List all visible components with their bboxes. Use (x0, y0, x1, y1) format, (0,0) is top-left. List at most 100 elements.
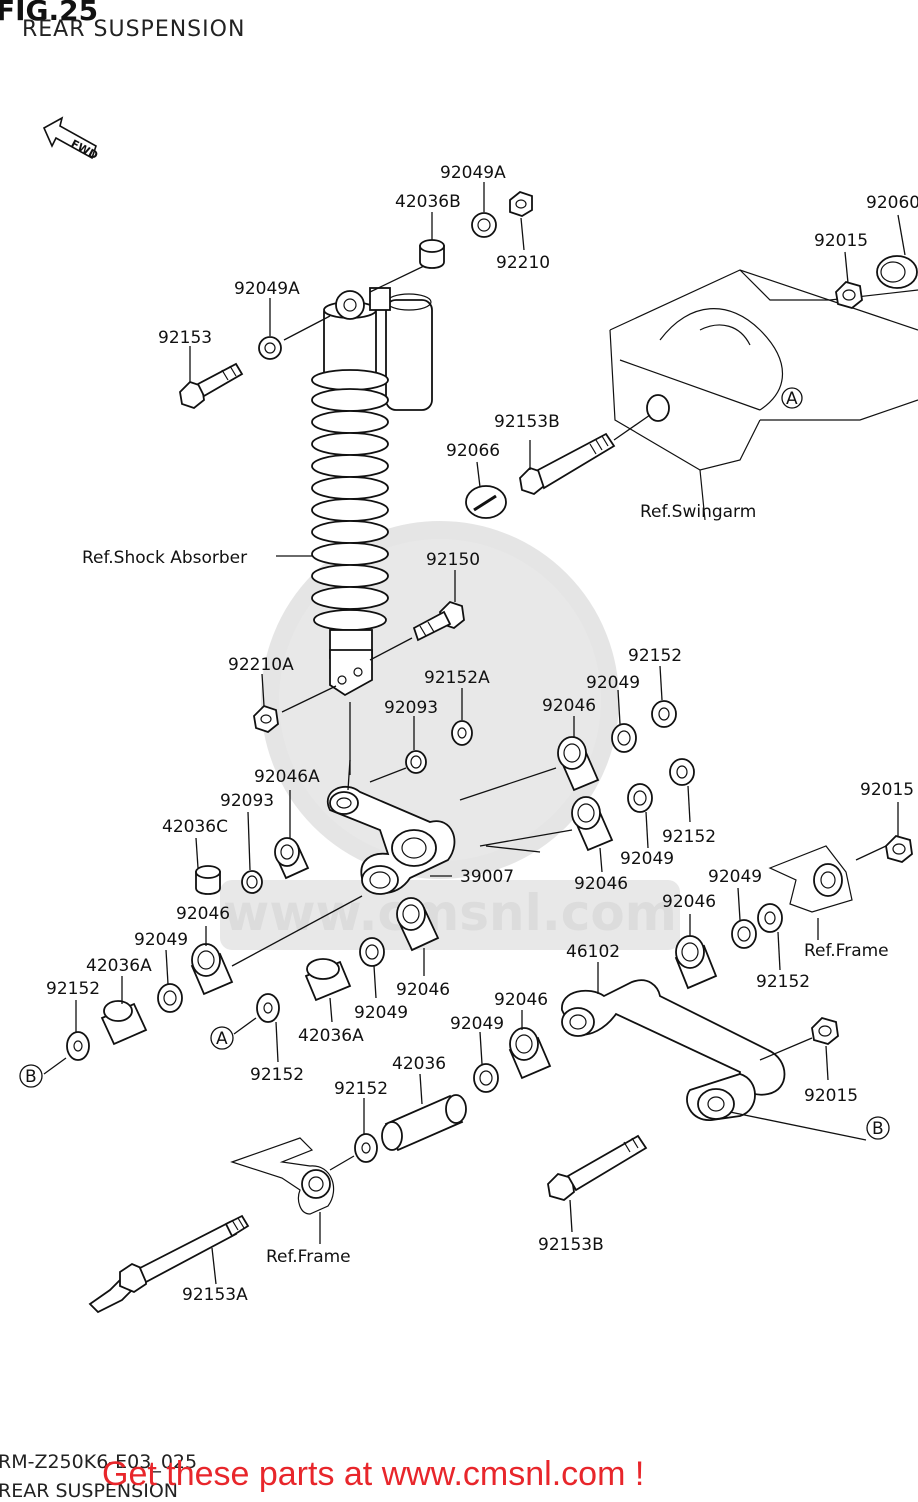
marker-a-swingarm (781, 387, 803, 409)
bearing-92046-upper (459, 716, 600, 801)
washer-92152-left (43, 1000, 90, 1075)
ref-swingarm: Ref.Swingarm (640, 502, 756, 522)
label-92046A: 92046A (254, 767, 320, 787)
frame-bracket-right (768, 845, 887, 940)
bearing-92046-link (508, 1010, 552, 1080)
bolt-92150 (369, 570, 465, 661)
bolt-92153B-top (519, 414, 651, 496)
label-92152-low: 92152 (334, 1079, 388, 1099)
frame-bracket-bottom (230, 1137, 335, 1244)
label-92060: 92060 (866, 193, 918, 213)
label-92153A: 92153A (182, 1285, 248, 1305)
label-42036: 42036 (392, 1054, 446, 1074)
marker-b-right (866, 1116, 890, 1140)
figure-number: FIG.25 (0, 0, 99, 27)
exploded-view: www.cmsnl.com FWD A (19, 116, 918, 1314)
seal-92049-center (359, 937, 385, 999)
label-39007: 39007 (460, 867, 514, 887)
washer-92049A-top (471, 182, 497, 238)
label-92210: 92210 (496, 253, 550, 273)
washer-92152-mid (669, 758, 695, 823)
collar-42036A-left (100, 976, 148, 1046)
cap-92060 (876, 214, 918, 289)
label-42036B: 42036B (395, 192, 461, 212)
label-92046-left: 92046 (176, 904, 230, 924)
label-92153: 92153 (158, 328, 212, 348)
label-42036A-left: 42036A (86, 956, 152, 976)
label-92049-center: 92049 (354, 1003, 408, 1023)
label-92150: 92150 (426, 550, 480, 570)
rod-46102 (561, 962, 867, 1141)
link-39007 (327, 759, 456, 895)
label-92046-mid: 92046 (574, 874, 628, 894)
collar-42036A-center (304, 958, 352, 1023)
label-92049-link: 92049 (450, 1014, 504, 1034)
label-92046-upper: 92046 (542, 696, 596, 716)
nut-92015-low (811, 1016, 839, 1081)
label-92015-top: 92015 (814, 231, 868, 251)
promo-link[interactable]: Get these parts at www.cmsnl.com ! (102, 1455, 645, 1493)
seal-92049-upper (611, 689, 637, 753)
seal-92093-top (369, 716, 427, 783)
label-92153B-top: 92153B (494, 412, 560, 432)
label-92093-top: 92093 (384, 698, 438, 718)
bearing-92046-center (396, 897, 440, 976)
label-42036C: 42036C (162, 817, 228, 837)
fwd-arrow-icon: FWD (42, 116, 100, 162)
figure-subtitle: REAR SUSPENSION (22, 17, 246, 42)
bearing-92046-right (674, 914, 718, 990)
label-92152-upper: 92152 (628, 646, 682, 666)
bearing-92046-mid (479, 796, 614, 873)
label-92152A: 92152A (424, 668, 490, 688)
label-92046-center: 92046 (396, 980, 450, 1000)
shock-spring (311, 369, 389, 631)
seal-92093-left (241, 811, 263, 894)
bearing-92046A (274, 790, 310, 880)
washer-92152A (451, 688, 473, 746)
cap-92066 (465, 461, 507, 519)
washer-92152-center (233, 993, 280, 1063)
swingarm-drawing: A (609, 269, 918, 521)
watermark-text: www.cmsnl.com (223, 884, 677, 942)
label-92152-left: 92152 (46, 979, 100, 999)
label-92046-right: 92046 (662, 892, 716, 912)
bearing-92046-left (190, 895, 363, 996)
marker-a-center-label: A (216, 1029, 228, 1049)
label-92049A-left: 92049A (234, 279, 300, 299)
label-92049-mid: 92049 (620, 849, 674, 869)
diagram-code: RM-Z250K6-E03_025 (0, 1451, 198, 1473)
bolt-92153A (88, 1214, 250, 1314)
shock-absorber-drawing (276, 287, 433, 775)
nut-92015-top (835, 251, 863, 309)
nut-92210 (509, 190, 533, 251)
ref-frame-right: Ref.Frame (804, 941, 889, 961)
label-92015-low: 92015 (804, 1086, 858, 1106)
label-92152-center: 92152 (250, 1065, 304, 1085)
label-92049-upper: 92049 (586, 673, 640, 693)
label-92153B-low: 92153B (538, 1235, 604, 1255)
nut-92015-right (885, 802, 913, 863)
washer-92152-upper (651, 665, 677, 728)
label-46102: 46102 (566, 942, 620, 962)
label-92015-right: 92015 (860, 780, 914, 800)
collar-42036 (381, 1073, 467, 1152)
label-92210A: 92210A (228, 655, 294, 675)
reference-labels: Ref.Swingarm Ref.Shock Absorber Ref.Fram… (82, 502, 889, 1267)
label-92093-left: 92093 (220, 791, 274, 811)
bolt-92153 (179, 346, 244, 410)
label-92066: 92066 (446, 441, 500, 461)
label-92049A-top: 92049A (440, 163, 506, 183)
bolt-92153B-low (547, 1134, 648, 1233)
part-labels: 92049A 42036B 92210 92060 92015 92049A 9… (46, 163, 918, 1305)
seal-92049-left (157, 949, 183, 1013)
label-92049-left: 92049 (134, 930, 188, 950)
collar-42036B (369, 212, 445, 293)
label-92049-right: 92049 (708, 867, 762, 887)
ref-shock-absorber: Ref.Shock Absorber (82, 548, 247, 568)
label-92152-mid: 92152 (662, 827, 716, 847)
marker-a-center (210, 1026, 234, 1050)
marker-b-right-label: B (872, 1119, 884, 1139)
footer-subtitle: REAR SUSPENSION (0, 1480, 178, 1502)
ref-frame-bottom: Ref.Frame (266, 1247, 351, 1267)
